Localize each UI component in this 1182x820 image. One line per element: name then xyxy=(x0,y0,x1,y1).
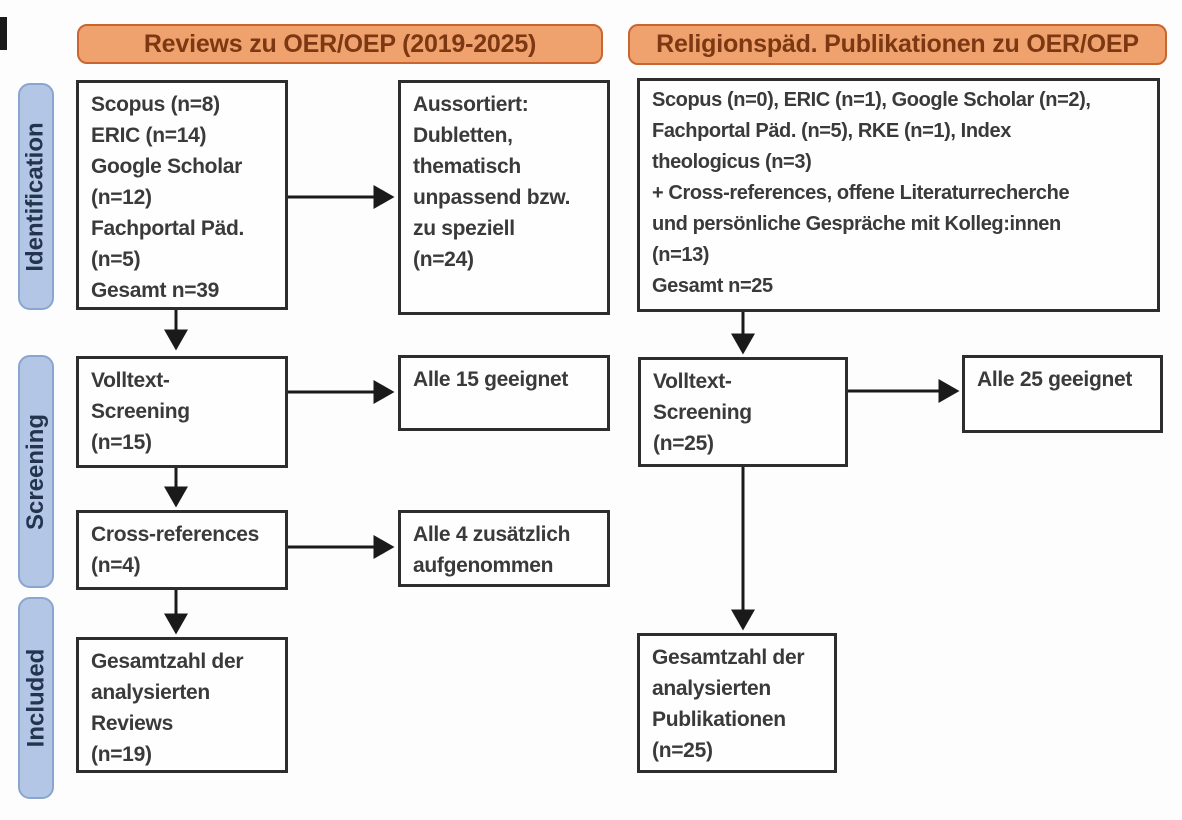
box-right-sources-text: Scopus (n=0), ERIC (n=1), Google Scholar… xyxy=(652,89,1091,297)
box-left-sources: Scopus (n=8) ERIC (n=14) Google Scholar … xyxy=(76,80,288,310)
box-left-excluded: Aussortiert: Dubletten, thematisch unpas… xyxy=(398,80,610,315)
box-right-total: Gesamtzahl der analysierten Publikatione… xyxy=(637,633,837,773)
box-left-crossref-text: Cross-references (n=4) xyxy=(91,523,259,577)
box-left-total: Gesamtzahl der analysierten Reviews (n=1… xyxy=(76,637,288,773)
stage-pill-screening: Screening xyxy=(18,355,54,588)
column-header-reviews-label: Reviews zu OER/OEP (2019-2025) xyxy=(143,29,537,58)
left-edge-artifact xyxy=(0,17,7,50)
box-left-excluded-text: Aussortiert: Dubletten, thematisch unpas… xyxy=(413,93,571,271)
box-right-sources: Scopus (n=0), ERIC (n=1), Google Scholar… xyxy=(637,78,1160,312)
box-right-fulltext-screening-text: Volltext- Screening (n=25) xyxy=(653,370,752,455)
box-left-sources-text: Scopus (n=8) ERIC (n=14) Google Scholar … xyxy=(91,93,245,302)
box-left-added: Alle 4 zusätzlich aufgenommen xyxy=(398,510,610,587)
stage-pill-included: Included xyxy=(18,597,54,799)
box-left-total-text: Gesamtzahl der analysierten Reviews (n=1… xyxy=(91,650,244,766)
box-left-added-text: Alle 4 zusätzlich aufgenommen xyxy=(413,523,571,577)
box-right-fulltext-screening: Volltext- Screening (n=25) xyxy=(638,357,848,467)
stage-pill-identification: Identification xyxy=(18,83,54,310)
box-left-eligible: Alle 15 geeignet xyxy=(398,355,610,431)
box-left-fulltext-screening: Volltext- Screening (n=15) xyxy=(76,356,288,468)
column-header-reviews: Reviews zu OER/OEP (2019-2025) xyxy=(77,24,603,64)
box-left-fulltext-screening-text: Volltext- Screening (n=15) xyxy=(91,369,190,454)
column-header-religionspaed-label: Religionspäd. Publikationen zu OER/OEP xyxy=(656,30,1139,58)
box-right-total-text: Gesamtzahl der analysierten Publikatione… xyxy=(652,646,805,762)
box-left-eligible-text: Alle 15 geeignet xyxy=(413,368,569,391)
column-header-religionspaed: Religionspäd. Publikationen zu OER/OEP xyxy=(628,24,1167,65)
box-right-eligible-text: Alle 25 geeignet xyxy=(977,368,1133,391)
box-left-crossref: Cross-references (n=4) xyxy=(76,510,288,590)
box-right-eligible: Alle 25 geeignet xyxy=(962,355,1163,433)
